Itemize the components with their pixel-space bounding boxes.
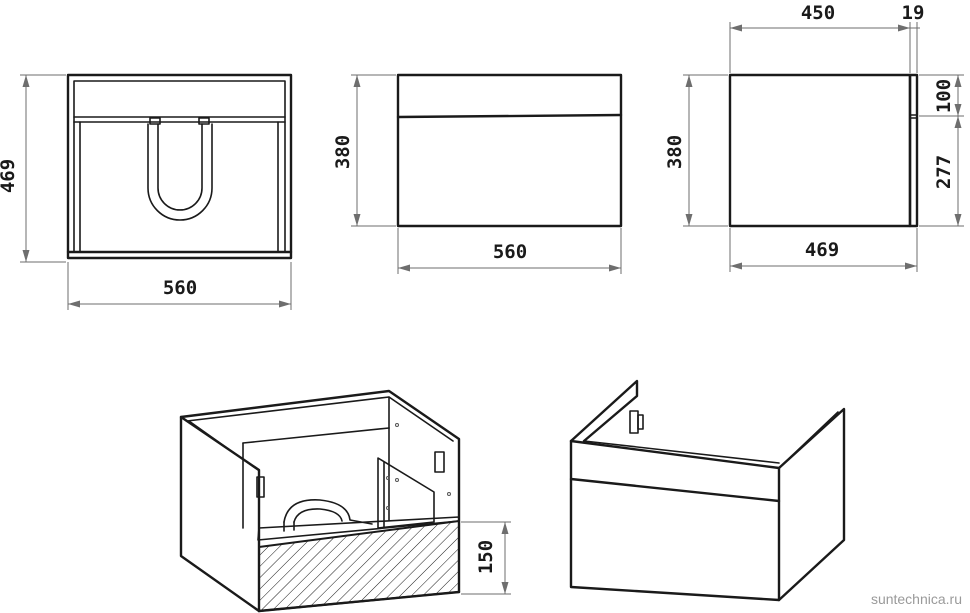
dim-front-height-label: 469 bbox=[0, 159, 19, 193]
dim-front-height: 469 bbox=[0, 74, 66, 263]
dim-side-height: 380 bbox=[332, 74, 396, 227]
dim-right-top-gap-label: 19 bbox=[902, 2, 925, 24]
dim-right-top-width-label: 450 bbox=[801, 2, 835, 24]
dim-side-width: 560 bbox=[397, 228, 622, 274]
dim-front-width-label: 560 bbox=[163, 277, 197, 299]
view-top-open: 469 560 bbox=[0, 73, 293, 310]
dim-right-bottom-width: 469 bbox=[729, 228, 918, 272]
dim-right-drawer: 100 277 bbox=[919, 74, 964, 227]
view-front-closed: 380 560 bbox=[332, 73, 623, 274]
dim-side-width-label: 560 bbox=[493, 241, 527, 263]
siphon-cutout bbox=[147, 123, 213, 221]
dim-side-height-label: 380 bbox=[332, 135, 354, 169]
dim-front-width: 560 bbox=[67, 262, 292, 310]
dim-right-height: 380 bbox=[664, 74, 728, 227]
dim-drawer-height-label: 150 bbox=[475, 540, 497, 574]
dim-drawer-height: 150 bbox=[461, 521, 511, 595]
dim-right-height-label: 380 bbox=[664, 135, 686, 169]
view-side: 450 19 380 100 277 bbox=[664, 2, 964, 272]
dim-right-top-width: 450 19 bbox=[729, 2, 925, 73]
view-iso-open: 150 bbox=[179, 389, 511, 613]
drawer-front-hatched bbox=[258, 519, 460, 613]
view-iso-closed bbox=[569, 379, 846, 602]
dim-right-drawer-top-label: 100 bbox=[933, 79, 955, 113]
watermark: suntechnica.ru bbox=[871, 591, 962, 607]
dim-right-bottom-width-label: 469 bbox=[805, 239, 839, 261]
dim-right-drawer-body-label: 277 bbox=[933, 155, 955, 189]
